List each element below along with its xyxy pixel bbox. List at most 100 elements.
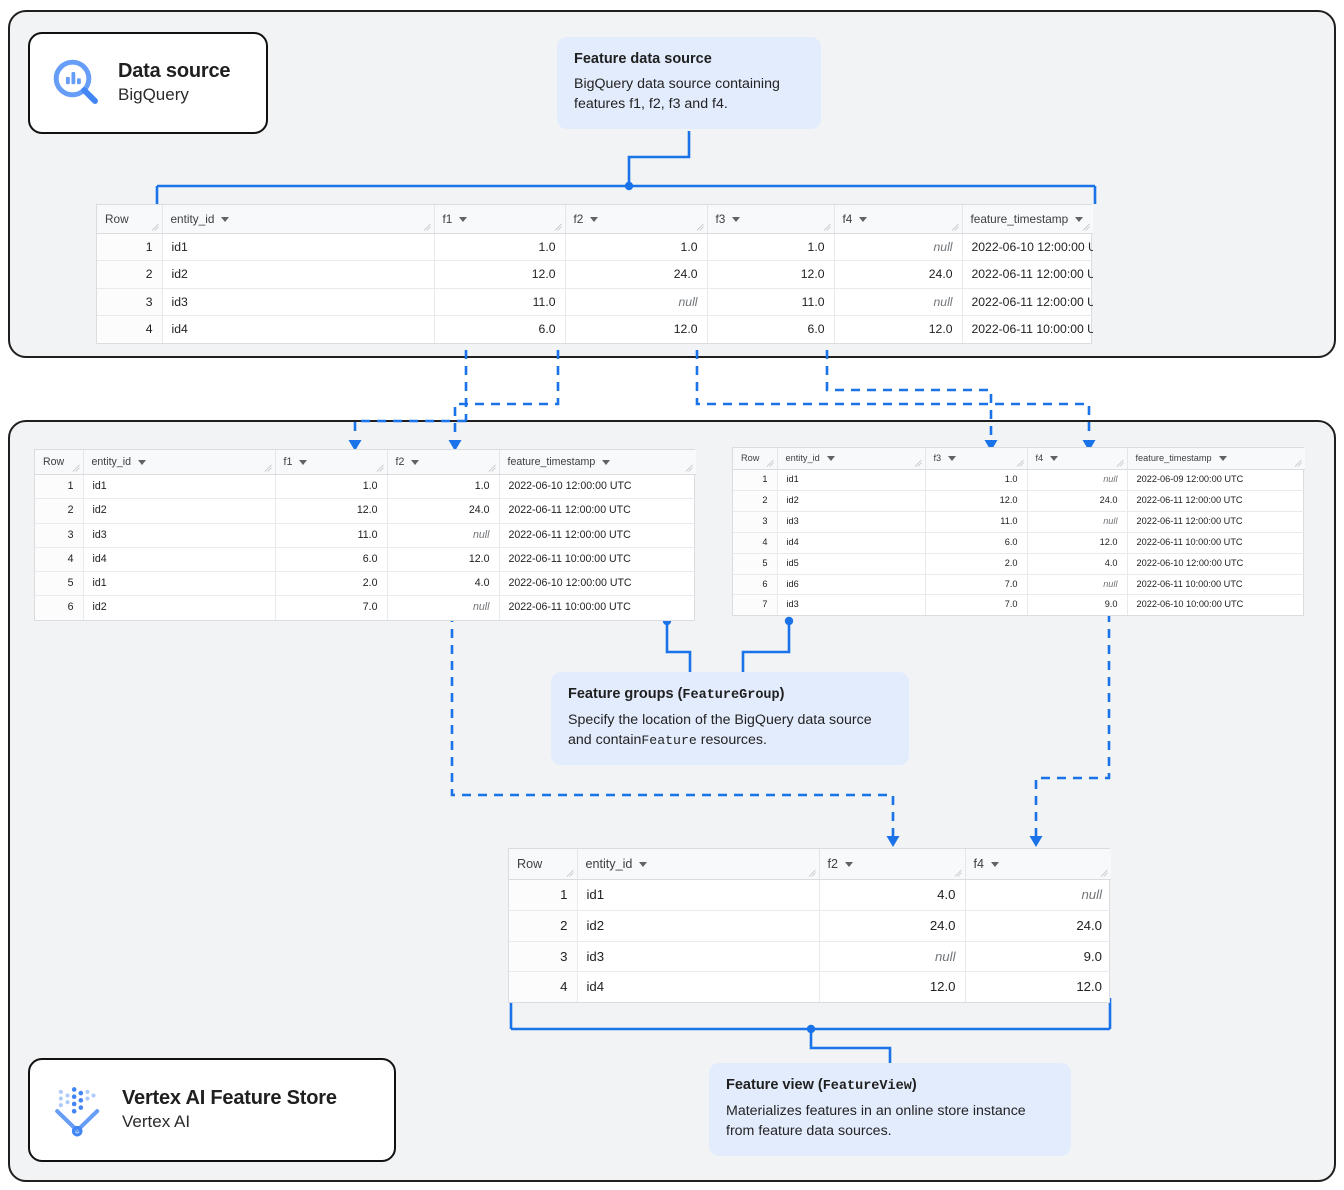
chevron-down-icon[interactable]	[948, 456, 957, 461]
column-header-f4[interactable]: f4	[834, 205, 963, 234]
cell-entity-id: id3	[83, 523, 276, 548]
chevron-down-icon[interactable]	[732, 216, 741, 222]
cell-value: 2.0	[925, 553, 1028, 575]
cell-entity-id: id4	[162, 315, 435, 343]
column-resize-grip[interactable]	[376, 464, 384, 472]
column-header-feature_timestamp[interactable]: feature_timestamp	[499, 450, 696, 475]
cell-value: 12.0	[834, 315, 963, 343]
callout-title-tail: )	[911, 1077, 917, 1093]
column-header-feature_timestamp[interactable]: feature_timestamp	[1127, 448, 1305, 470]
column-resize-grip[interactable]	[566, 869, 574, 877]
column-header-feature_timestamp[interactable]: feature_timestamp	[962, 205, 1093, 234]
column-header-label: f4	[973, 857, 985, 871]
column-header-row[interactable]: Row	[97, 205, 163, 234]
chevron-down-icon[interactable]	[411, 459, 420, 465]
chevron-down-icon[interactable]	[826, 456, 835, 461]
column-header-entity_id[interactable]: entity_id	[83, 450, 276, 475]
column-resize-grip[interactable]	[823, 223, 831, 231]
cell-row-number: 2	[733, 490, 778, 512]
column-resize-grip[interactable]	[696, 223, 704, 231]
cell-entity-id: id4	[577, 971, 820, 1003]
column-header-row[interactable]: Row	[733, 448, 778, 470]
column-header-label: f2	[827, 857, 839, 871]
chevron-down-icon[interactable]	[299, 459, 308, 465]
column-resize-grip[interactable]	[954, 869, 962, 877]
cell-row-number: 5	[35, 571, 84, 597]
column-resize-grip[interactable]	[914, 459, 922, 467]
chevron-down-icon[interactable]	[845, 861, 854, 867]
column-header-f2[interactable]: f2	[819, 849, 966, 880]
column-resize-grip[interactable]	[1016, 459, 1024, 467]
chevron-down-icon[interactable]	[1218, 456, 1227, 461]
column-header-f1[interactable]: f1	[275, 450, 388, 475]
column-resize-grip[interactable]	[1294, 459, 1302, 467]
column-resize-grip[interactable]	[766, 459, 774, 467]
cell-entity-id: id4	[777, 532, 926, 554]
cell-timestamp: 2022-06-11 12:00:00 UTC	[962, 288, 1093, 317]
cell-value: 6.0	[434, 315, 566, 343]
cell-value: 24.0	[965, 910, 1111, 942]
column-header-f3[interactable]: f3	[707, 205, 835, 234]
cell-value: 12.0	[819, 971, 966, 1003]
chevron-down-icon[interactable]	[137, 459, 146, 465]
column-resize-grip[interactable]	[1100, 869, 1108, 877]
cell-entity-id: id2	[83, 498, 276, 524]
column-resize-grip[interactable]	[808, 869, 816, 877]
column-header-entity_id[interactable]: entity_id	[577, 849, 820, 880]
column-header-label: f2	[573, 212, 584, 226]
callout-body-code: Feature	[641, 732, 697, 748]
column-header-f1[interactable]: f1	[434, 205, 566, 234]
column-resize-grip[interactable]	[1116, 459, 1124, 467]
chevron-down-icon[interactable]	[459, 216, 468, 222]
column-header-entity_id[interactable]: entity_id	[777, 448, 926, 470]
chevron-down-icon[interactable]	[1050, 456, 1059, 461]
cell-timestamp: 2022-06-11 12:00:00 UTC	[1127, 490, 1305, 512]
chevron-down-icon[interactable]	[1075, 216, 1084, 222]
column-resize-grip[interactable]	[951, 223, 959, 231]
column-header-f3[interactable]: f3	[925, 448, 1028, 470]
column-header-label-wrap: feature_timestamp	[508, 450, 611, 474]
column-resize-grip[interactable]	[72, 464, 80, 472]
cell-entity-id: id2	[777, 490, 926, 512]
callout-body: Materializes features in an online store…	[726, 1102, 1026, 1139]
column-header-row[interactable]: Row	[509, 849, 578, 880]
chevron-down-icon[interactable]	[602, 459, 611, 465]
chevron-down-icon[interactable]	[991, 861, 1000, 867]
column-header-label: f3	[933, 453, 942, 463]
column-header-label-wrap: f3	[716, 205, 741, 233]
cell-value: 4.0	[1027, 553, 1128, 575]
column-resize-grip[interactable]	[488, 464, 496, 472]
column-header-f4[interactable]: f4	[1027, 448, 1128, 470]
cell-timestamp: 2022-06-10 12:00:00 UTC	[1127, 553, 1305, 575]
column-header-f2[interactable]: f2	[387, 450, 500, 475]
cell-value: 24.0	[387, 498, 500, 524]
chevron-down-icon[interactable]	[590, 216, 599, 222]
chevron-down-icon[interactable]	[221, 216, 230, 222]
column-header-label-wrap: f4	[843, 205, 868, 233]
column-header-entity_id[interactable]: entity_id	[162, 205, 435, 234]
column-header-label-wrap: entity_id	[92, 450, 146, 474]
chevron-down-icon[interactable]	[639, 861, 648, 867]
column-resize-grip[interactable]	[264, 464, 272, 472]
column-resize-grip[interactable]	[554, 223, 562, 231]
column-header-row[interactable]: Row	[35, 450, 84, 475]
column-resize-grip[interactable]	[685, 464, 693, 472]
column-resize-grip[interactable]	[1082, 223, 1090, 231]
column-header-f4[interactable]: f4	[965, 849, 1111, 880]
cell-value: 11.0	[925, 511, 1028, 533]
cell-value: 9.0	[965, 941, 1111, 973]
cell-entity-id: id1	[162, 233, 435, 262]
column-resize-grip[interactable]	[151, 223, 159, 231]
column-resize-grip[interactable]	[423, 223, 431, 231]
cell-entity-id: id3	[577, 941, 820, 973]
chevron-down-icon[interactable]	[859, 216, 868, 222]
column-header-f2[interactable]: f2	[565, 205, 708, 234]
